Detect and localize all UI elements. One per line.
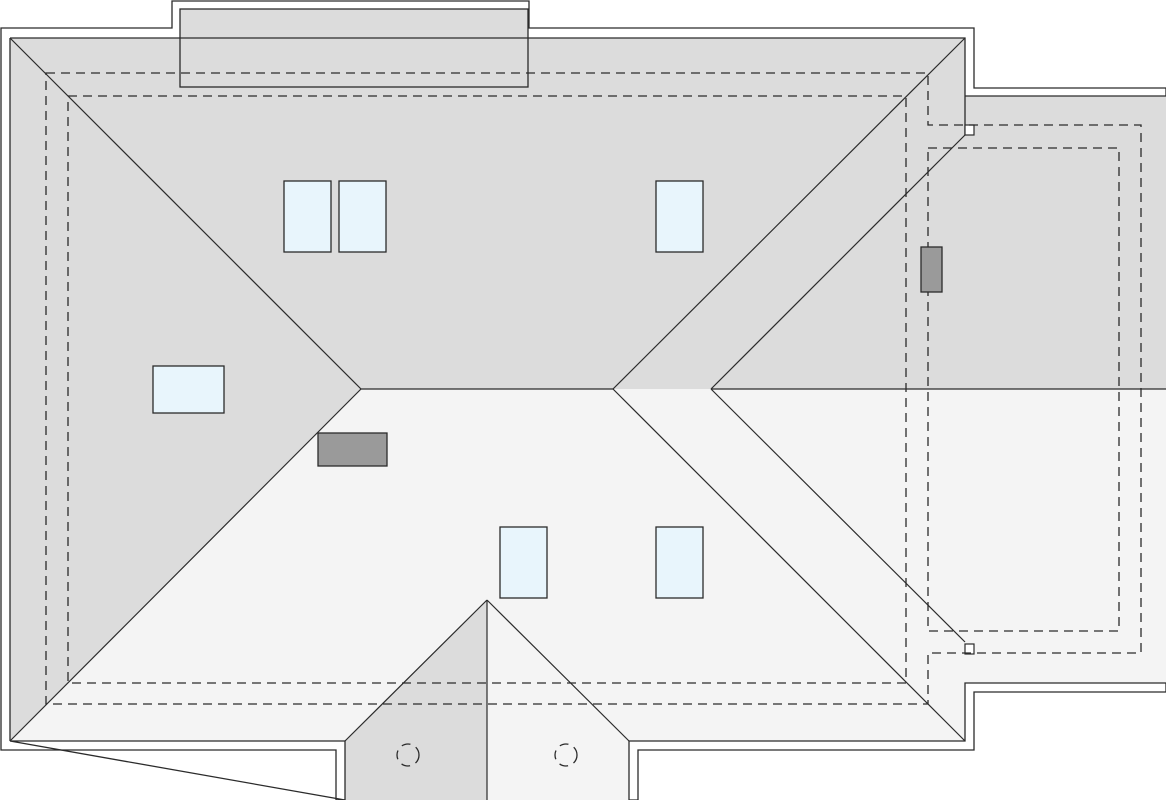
wall-line-east-wing-dashed	[927, 147, 1120, 632]
roof-plane-north	[10, 38, 965, 389]
wall-line-inner-dashed	[67, 95, 907, 684]
skylight-2	[338, 180, 387, 253]
vent-1	[396, 743, 420, 767]
roof-plane-gable-west	[345, 600, 487, 800]
skylight-4	[152, 365, 225, 414]
wall-marker-north	[964, 124, 975, 136]
valley-line-east-wing-north	[710, 134, 966, 390]
roof-plane-south	[10, 389, 965, 741]
roof-parapet-north	[179, 8, 529, 88]
valley-line-east-wing-south	[710, 388, 966, 643]
vent-2	[554, 743, 578, 767]
skylight-6	[655, 526, 704, 599]
roof-plane-gable-east	[487, 600, 629, 800]
wall-marker-south	[964, 643, 975, 655]
wall-line-outer-dashed	[45, 72, 1142, 705]
skylight-1	[283, 180, 332, 253]
roof-plane-east-wing-south	[711, 389, 1166, 683]
roof-plane-east-wing-north	[711, 96, 1166, 389]
gable-edge-west	[344, 599, 488, 742]
skylight-3	[655, 180, 704, 253]
gable-edge-east	[486, 599, 630, 742]
hip-line-south-west	[9, 388, 362, 742]
valley-line-south-east	[612, 388, 966, 742]
chimney-1	[317, 432, 388, 467]
hip-line-north-east	[612, 37, 966, 390]
skylight-5	[499, 526, 548, 599]
chimney-2	[920, 246, 943, 293]
